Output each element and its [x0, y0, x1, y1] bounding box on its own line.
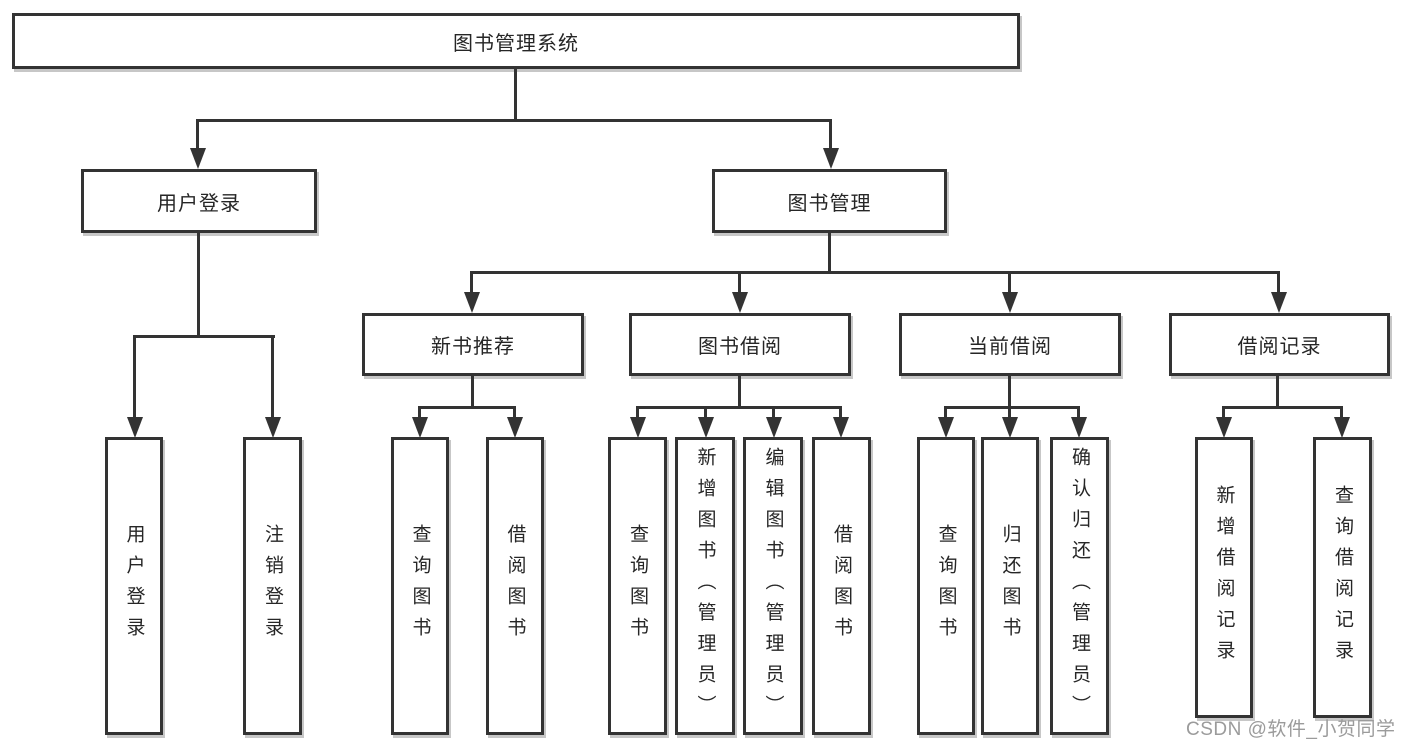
arrow-down-icon [833, 417, 849, 438]
leaf-query-books-current: 查询图书 [917, 437, 975, 735]
node-root-label: 图书管理系统 [453, 32, 579, 55]
connector-line [636, 406, 842, 409]
connector-line [1222, 406, 1342, 409]
connector-line [470, 271, 473, 294]
leaf-borrow-books-borrowing-label: 借阅图书 [831, 524, 852, 648]
connector-line [471, 376, 474, 406]
leaf-edit-books-admin-label: 编辑图书（管理员） [762, 446, 784, 726]
arrow-down-icon [1071, 417, 1087, 438]
leaf-confirm-return-admin-label: 确认归还（管理员） [1069, 446, 1090, 726]
leaf-confirm-return-admin: 确认归还（管理员） [1050, 437, 1109, 735]
node-new-book-recommendation-label: 新书推荐 [431, 336, 515, 358]
connector-line [828, 233, 831, 271]
arrow-down-icon [1002, 292, 1018, 313]
leaf-add-borrow-record: 新增借阅记录 [1195, 437, 1253, 718]
leaf-query-borrow-record-label: 查询借阅记录 [1332, 484, 1353, 671]
arrow-down-icon [265, 417, 281, 438]
leaf-query-books-borrowing: 查询图书 [608, 437, 667, 735]
leaf-edit-books-admin: 编辑图书（管理员） [743, 437, 803, 735]
connector-line [772, 406, 775, 419]
node-current-borrowing: 当前借阅 [899, 313, 1121, 376]
leaf-logout: 注销登录 [243, 437, 302, 735]
arrow-down-icon [127, 417, 143, 438]
node-user-login-label: 用户登录 [157, 192, 241, 215]
connector-line [1277, 271, 1280, 294]
node-new-book-recommendation: 新书推荐 [362, 313, 584, 376]
leaf-logout-label: 注销登录 [262, 524, 283, 648]
connector-line [133, 335, 136, 419]
leaf-return-books: 归还图书 [981, 437, 1039, 735]
connector-line [1077, 406, 1080, 419]
connector-line [196, 119, 832, 122]
connector-line [1222, 406, 1225, 419]
arrow-down-icon [698, 417, 714, 438]
leaf-query-books-borrowing-label: 查询图书 [627, 524, 648, 648]
leaf-query-books-recommend-label: 查询图书 [409, 524, 431, 648]
connector-line [1340, 406, 1343, 419]
node-book-management: 图书管理 [712, 169, 947, 233]
connector-line [839, 406, 842, 419]
arrow-down-icon [464, 292, 480, 313]
node-book-borrowing: 图书借阅 [629, 313, 851, 376]
connector-line [470, 271, 1280, 274]
leaf-user-login-label: 用户登录 [123, 524, 145, 648]
node-root-library-management-system: 图书管理系统 [12, 13, 1020, 69]
connector-line [1008, 376, 1011, 406]
connector-line [197, 233, 200, 335]
leaf-add-borrow-record-label: 新增借阅记录 [1213, 484, 1235, 671]
arrow-down-icon [507, 417, 523, 438]
arrow-down-icon [1216, 417, 1232, 438]
node-current-borrowing-label: 当前借阅 [968, 336, 1052, 358]
connector-line [636, 406, 639, 419]
connector-line [196, 119, 199, 150]
arrow-down-icon [938, 417, 954, 438]
connector-line [1008, 271, 1011, 294]
arrow-down-icon [1334, 417, 1350, 438]
arrow-down-icon [1002, 417, 1018, 438]
leaf-query-borrow-record: 查询借阅记录 [1313, 437, 1372, 718]
connector-line [418, 406, 516, 409]
leaf-add-books-admin: 新增图书（管理员） [675, 437, 735, 735]
connector-line [271, 335, 274, 419]
leaf-borrow-books-recommend-label: 借阅图书 [504, 524, 526, 648]
connector-line [738, 271, 741, 294]
leaf-user-login: 用户登录 [105, 437, 163, 735]
connector-line [1276, 376, 1279, 406]
leaf-borrow-books-recommend: 借阅图书 [486, 437, 544, 735]
connector-line [133, 335, 275, 338]
arrow-down-icon [190, 148, 206, 169]
connector-line [418, 406, 421, 419]
leaf-query-books-current-label: 查询图书 [935, 524, 957, 648]
connector-line [829, 119, 832, 150]
csdn-watermark: CSDN @软件_小贺同学 [1186, 719, 1396, 740]
connector-line [704, 406, 707, 419]
arrow-down-icon [766, 417, 782, 438]
leaf-query-books-recommend: 查询图书 [391, 437, 449, 735]
node-book-management-label: 图书管理 [787, 192, 872, 215]
connector-line [738, 376, 741, 406]
arrow-down-icon [1271, 292, 1287, 313]
leaf-add-books-admin-label: 新增图书（管理员） [694, 446, 716, 726]
arrow-down-icon [412, 417, 428, 438]
leaf-borrow-books-borrowing: 借阅图书 [812, 437, 871, 735]
arrow-down-icon [823, 148, 839, 169]
leaf-return-books-label: 归还图书 [999, 524, 1021, 648]
connector-line [944, 406, 1080, 409]
node-user-login: 用户登录 [81, 169, 317, 233]
arrow-down-icon [630, 417, 646, 438]
node-book-borrowing-label: 图书借阅 [698, 336, 782, 358]
connector-line [1008, 406, 1011, 419]
arrow-down-icon [732, 292, 748, 313]
node-borrowing-records-label: 借阅记录 [1237, 336, 1322, 358]
connector-line [514, 69, 517, 119]
node-borrowing-records: 借阅记录 [1169, 313, 1390, 376]
connector-line [513, 406, 516, 419]
connector-line [944, 406, 947, 419]
